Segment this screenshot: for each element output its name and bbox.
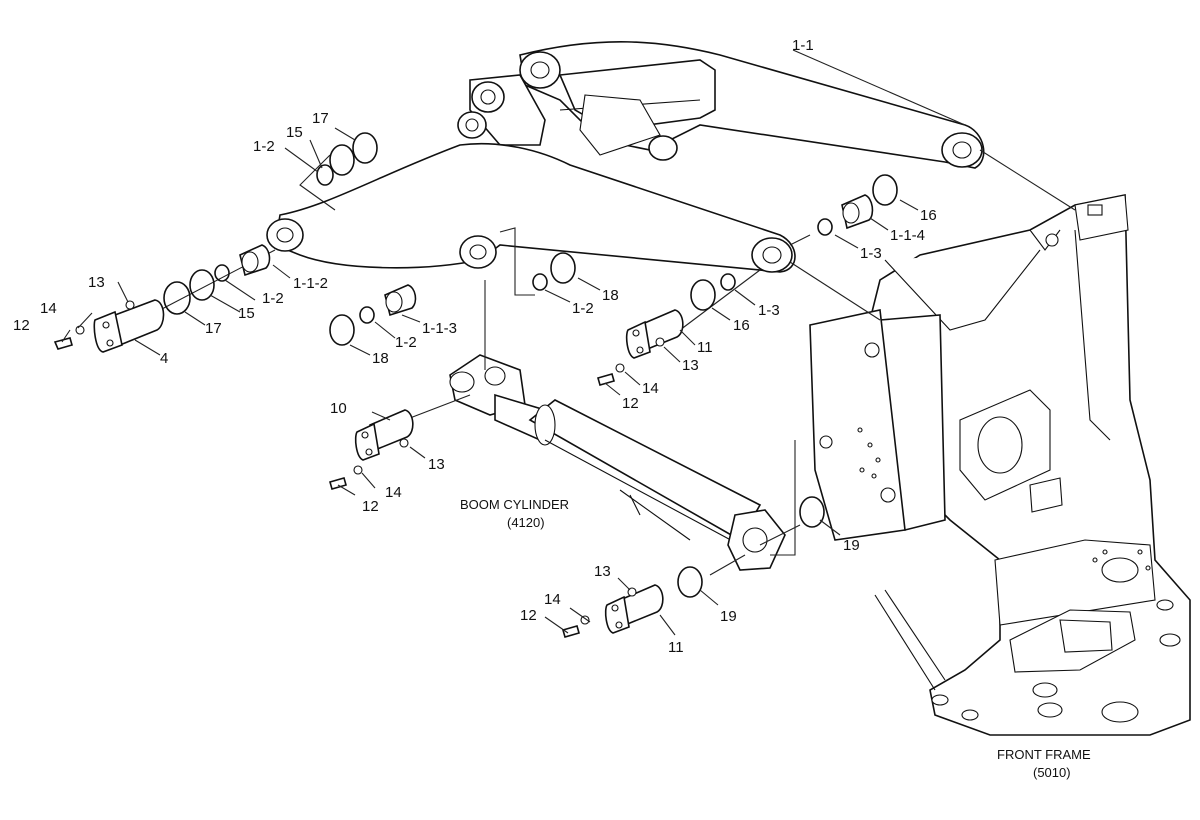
label-12-low: 12 — [520, 607, 537, 624]
label-1-2-left: 1-2 — [262, 290, 284, 307]
label-1-3-top: 1-3 — [860, 245, 882, 262]
label-14-pin10: 14 — [385, 484, 402, 501]
label-11-low: 11 — [668, 639, 684, 656]
label-13-low: 13 — [594, 563, 611, 580]
boom-assembly — [266, 41, 985, 273]
label-1-2-mid: 1-2 — [572, 300, 594, 317]
label-14-left: 14 — [40, 300, 57, 317]
label-17-left: 17 — [205, 320, 222, 337]
front-frame-code: (5010) — [1033, 765, 1071, 780]
label-4: 4 — [160, 350, 168, 367]
label-1-3-low: 1-3 — [758, 302, 780, 319]
label-16-low: 16 — [733, 317, 750, 334]
label-12-pin10: 12 — [362, 498, 379, 515]
label-13-mid: 13 — [682, 357, 699, 374]
boom-cylinder-caption: BOOM CYLINDER — [460, 497, 569, 512]
front-frame — [809, 194, 1191, 736]
label-13-pin10: 13 — [428, 456, 445, 473]
part-labels: 1-1 17 15 1-2 1-1-2 1-2 15 17 4 13 14 12… — [13, 37, 1091, 780]
label-1-2-low: 1-2 — [395, 334, 417, 351]
front-frame-caption: FRONT FRAME — [997, 747, 1091, 762]
label-18-mid: 18 — [602, 287, 619, 304]
boom-cylinder-code: (4120) — [507, 515, 545, 530]
label-19-low: 19 — [720, 608, 737, 625]
label-16-top: 16 — [920, 207, 937, 224]
label-14-low: 14 — [544, 591, 561, 608]
label-1-1-3: 1-1-3 — [422, 320, 457, 337]
label-15-left: 15 — [238, 305, 255, 322]
label-19-right: 19 — [843, 537, 860, 554]
label-1-1-4: 1-1-4 — [890, 227, 925, 244]
label-1-1: 1-1 — [792, 37, 814, 54]
label-12-left: 12 — [13, 317, 30, 334]
label-18-left: 18 — [372, 350, 389, 367]
label-14-mid: 14 — [642, 380, 659, 397]
label-13-left: 13 — [88, 274, 105, 291]
label-11-top: 11 — [697, 339, 713, 356]
label-15-top: 15 — [286, 124, 303, 141]
label-10: 10 — [330, 400, 347, 417]
label-1-2-top: 1-2 — [253, 138, 275, 155]
label-1-1-2: 1-1-2 — [293, 275, 328, 292]
ring-17-top — [352, 132, 378, 164]
boom-cylinder — [449, 354, 786, 571]
label-17-top: 17 — [312, 110, 329, 127]
small-parts — [53, 127, 919, 638]
label-12-mid: 12 — [622, 395, 639, 412]
